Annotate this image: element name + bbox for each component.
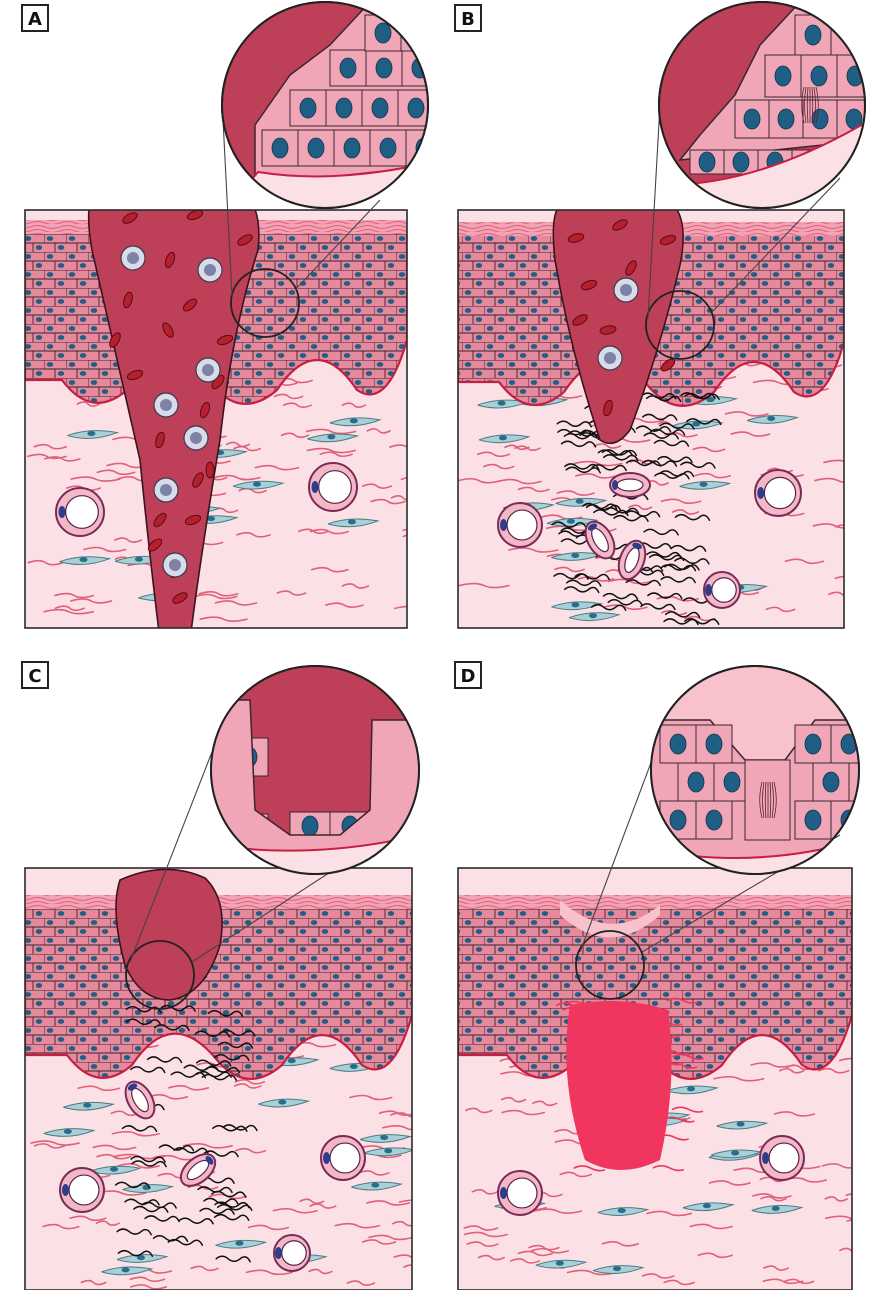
stratum-corneum (458, 895, 852, 909)
panel-a (25, 2, 448, 640)
panel-d (458, 666, 869, 1290)
blood-vessel-icon (56, 488, 104, 536)
blood-vessel-icon (755, 470, 801, 516)
blood-vessel-icon (704, 572, 740, 608)
panel-label-d-text: D (461, 666, 476, 687)
panel-c (25, 666, 447, 1290)
inset-c (211, 666, 432, 880)
blood-vessel-icon (498, 503, 542, 547)
panel-label-b: B (455, 5, 481, 31)
blood-vessel-icon (60, 1168, 104, 1212)
panel-b (458, 2, 869, 628)
blood-vessel-icon (498, 1171, 542, 1215)
blood-vessel-icon (321, 1136, 365, 1180)
panel-label-a: A (22, 5, 48, 31)
inset-a (222, 2, 442, 215)
panel-label-c-text: C (28, 666, 41, 687)
blood-vessel-icon (610, 473, 650, 497)
panel-label-c: C (22, 662, 48, 688)
panel-label-b-text: B (461, 9, 475, 30)
blood-vessel-icon (274, 1235, 310, 1271)
panel-label-d: D (455, 662, 481, 688)
blood-vessel-icon (309, 463, 357, 511)
panel-label-a-text: A (28, 9, 42, 30)
blood-vessel-icon (760, 1136, 804, 1180)
